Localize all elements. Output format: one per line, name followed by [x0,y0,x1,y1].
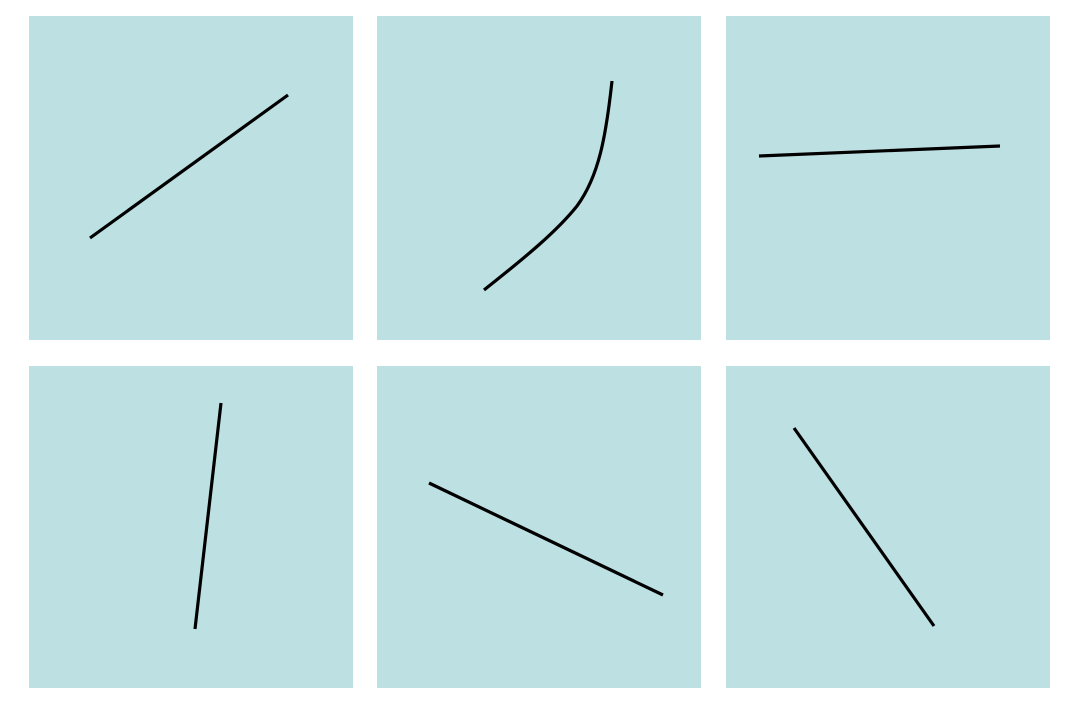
stroke-canvas-2 [483,80,614,292]
stroke-panel-4 [29,366,353,688]
stroke-panel-1 [29,16,353,340]
stroke-canvas-1 [89,93,289,240]
stroke-panel-3 [726,16,1050,340]
stroke-line-5 [428,481,664,597]
stroke-line-1 [89,93,289,240]
stroke-curve-2 [483,80,614,292]
stroke-panel-6 [726,366,1050,688]
stroke-panel-2 [377,16,701,340]
stroke-canvas-5 [428,481,664,597]
stroke-line-4 [193,402,223,630]
stroke-panel-5 [377,366,701,688]
stroke-canvas-4 [193,402,223,630]
stroke-line-6 [792,427,936,627]
stroke-canvas-6 [792,427,936,627]
stroke-canvas-3 [758,144,1001,158]
stroke-line-3 [758,144,1001,158]
